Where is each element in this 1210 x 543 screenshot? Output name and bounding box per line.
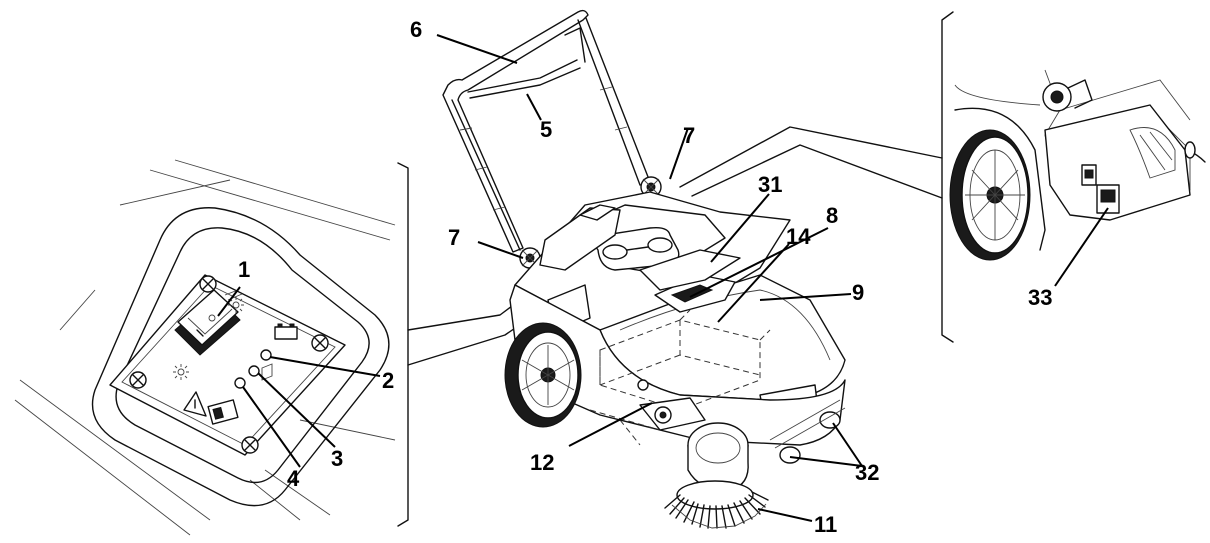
front-roller (819, 411, 841, 429)
callout-label: 6 (410, 17, 422, 42)
handle-knob-right (640, 176, 662, 198)
callout-label: 14 (786, 224, 811, 249)
screw-icon (311, 334, 329, 352)
screw-icon (199, 275, 217, 293)
callout-label: 31 (758, 172, 782, 197)
callout-label: 32 (855, 460, 879, 485)
callout-label: 7 (683, 123, 695, 148)
screw-icon (129, 371, 147, 389)
battery-indicator-light (260, 349, 272, 361)
callout-label: 9 (852, 280, 864, 305)
warning-icon (183, 391, 207, 417)
callout-label: 8 (826, 203, 838, 228)
callout-label: 33 (1028, 285, 1052, 310)
manual-icon (207, 399, 239, 425)
battery-icon (274, 323, 298, 340)
side-brush-housing (687, 422, 749, 491)
detail-bracket (397, 162, 409, 527)
rear-detail-bracket (941, 11, 954, 343)
knob-icon (1042, 79, 1093, 112)
sun-icon (173, 364, 189, 380)
charger-socket (1081, 164, 1120, 214)
rear-link-line (679, 126, 943, 188)
handle (442, 9, 651, 253)
hopper-latch (637, 379, 706, 431)
filter-indicator-light (234, 377, 246, 389)
leader-lines (217, 34, 1109, 522)
callout-label: 4 (287, 466, 300, 491)
side-recess (639, 249, 741, 291)
rear-detail-wheel (949, 129, 1031, 261)
rear-wheel (504, 322, 582, 428)
callout-label: 12 (530, 450, 554, 475)
rear-link-line (691, 144, 943, 199)
callout-label: 7 (448, 225, 460, 250)
callout-label: 11 (814, 512, 837, 537)
callout-label: 2 (382, 368, 394, 393)
control-panel-detail (14, 159, 396, 536)
callout-label: 5 (540, 117, 552, 142)
callout-label: 3 (331, 446, 343, 471)
rear-detail (949, 69, 1206, 261)
sweeper-machine (442, 9, 846, 529)
screw-icon (241, 436, 259, 454)
callout-label: 1 (238, 257, 250, 282)
front-roller (779, 446, 801, 464)
hopper-full-indicator-light (248, 365, 260, 377)
side-brush (664, 480, 769, 529)
